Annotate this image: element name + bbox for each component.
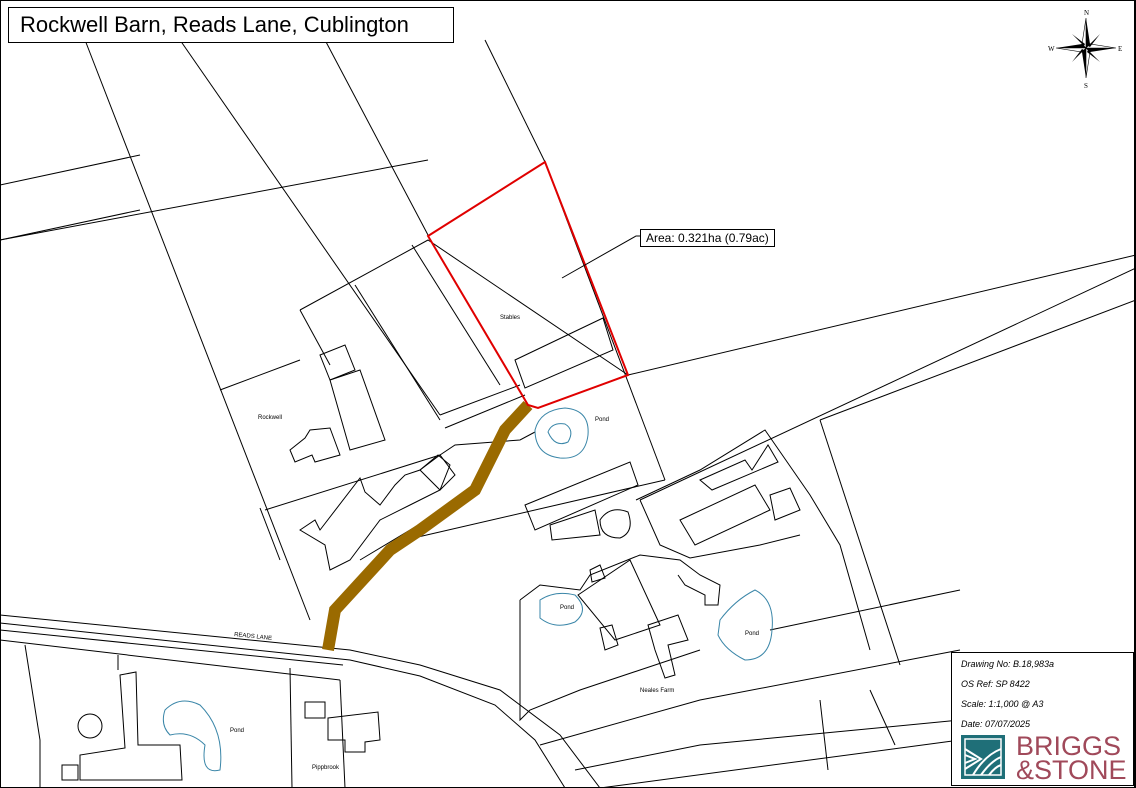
label-pond: Pond <box>595 417 610 423</box>
label-stables: Stables <box>500 315 521 321</box>
drawing-number: Drawing No: B.18,983a <box>961 659 1055 669</box>
label-pond: Pond <box>230 728 245 734</box>
access-route <box>322 400 533 652</box>
scale: Scale: 1:1,000 @ A3 <box>961 699 1044 709</box>
os-reference: OS Ref: SP 8422 <box>961 679 1030 689</box>
label-rockwell: Rockwell <box>258 415 283 421</box>
date: Date: 07/07/2025 <box>961 719 1031 729</box>
compass-south: S <box>1084 82 1088 90</box>
area-label: Area: 0.321ha (0.79ac) <box>640 229 775 247</box>
ponds <box>162 407 773 772</box>
logo-text-briggs: BRIGGS <box>1016 731 1122 761</box>
label-pond: Pond <box>745 631 760 637</box>
area-leader-line <box>561 235 640 279</box>
label-neales-farm: Neales Farm <box>640 688 675 694</box>
label-pond: Pond <box>560 605 575 611</box>
compass-north: N <box>1084 9 1089 17</box>
label-pippbrook: Pippbrook <box>312 765 340 771</box>
briggs-stone-logo-icon <box>961 735 1005 779</box>
compass-rose: N S E W <box>1048 9 1122 90</box>
site-boundary <box>426 160 630 410</box>
drawing-info-box: Drawing No: B.18,983a OS Ref: SP 8422 Sc… <box>951 652 1134 786</box>
compass-east: E <box>1118 45 1122 53</box>
field-boundaries <box>0 39 1136 788</box>
logo-text-stone: &STONE <box>1016 755 1127 785</box>
map-title: Rockwell Barn, Reads Lane, Cublington <box>8 7 454 43</box>
compass-west: W <box>1048 45 1055 53</box>
